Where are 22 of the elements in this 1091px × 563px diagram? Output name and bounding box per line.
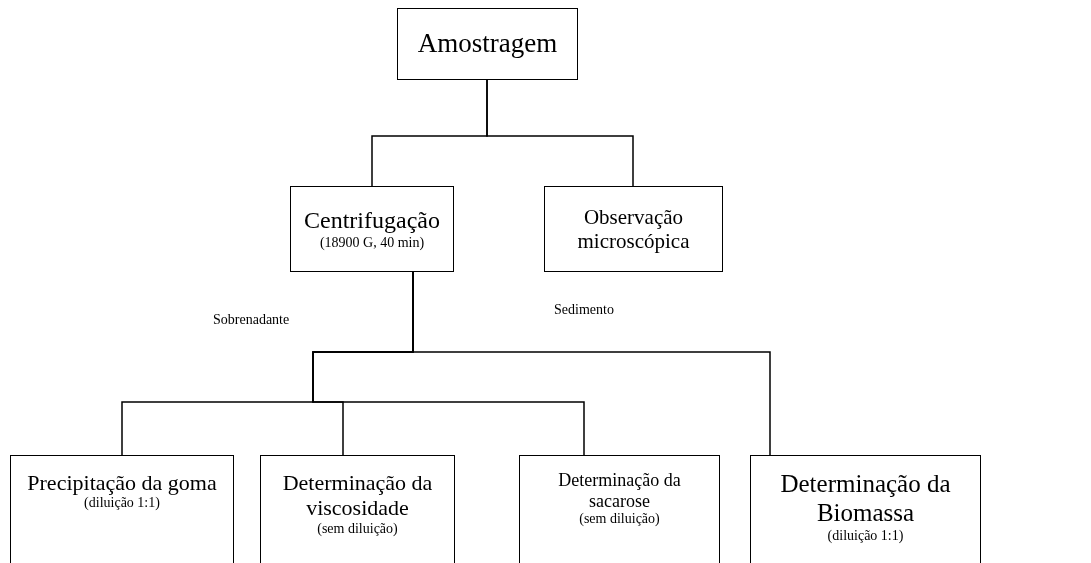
branch-label: Sobrenadante — [213, 312, 290, 328]
step-title: Amostragem — [417, 28, 558, 60]
process-box — [397, 8, 578, 80]
process-box — [10, 455, 234, 563]
step-note: (diluição 1:1) — [827, 527, 904, 544]
step-title: Precipitação da goma — [27, 470, 217, 496]
step-title: Determinação da viscosidade — [281, 470, 434, 521]
step-title: Centrifugação — [304, 207, 440, 235]
step-note: (sem diluição) — [579, 511, 660, 528]
step-title: Determinação da sacarose — [557, 470, 682, 512]
step-note: (diluição 1:1) — [84, 495, 160, 512]
branch-label: Sedimento — [554, 302, 614, 318]
connector-line — [486, 79, 634, 187]
process-box — [290, 186, 454, 272]
step-note: (sem diluição) — [317, 520, 398, 537]
step-title: Determinação da Biomassa — [779, 470, 952, 528]
process-box — [519, 455, 720, 563]
step-note: (18900 G, 40 min) — [319, 234, 425, 251]
process-box — [750, 455, 981, 563]
process-box — [544, 186, 723, 272]
process-box — [260, 455, 455, 563]
step-title: Observação microscópica — [576, 204, 691, 254]
